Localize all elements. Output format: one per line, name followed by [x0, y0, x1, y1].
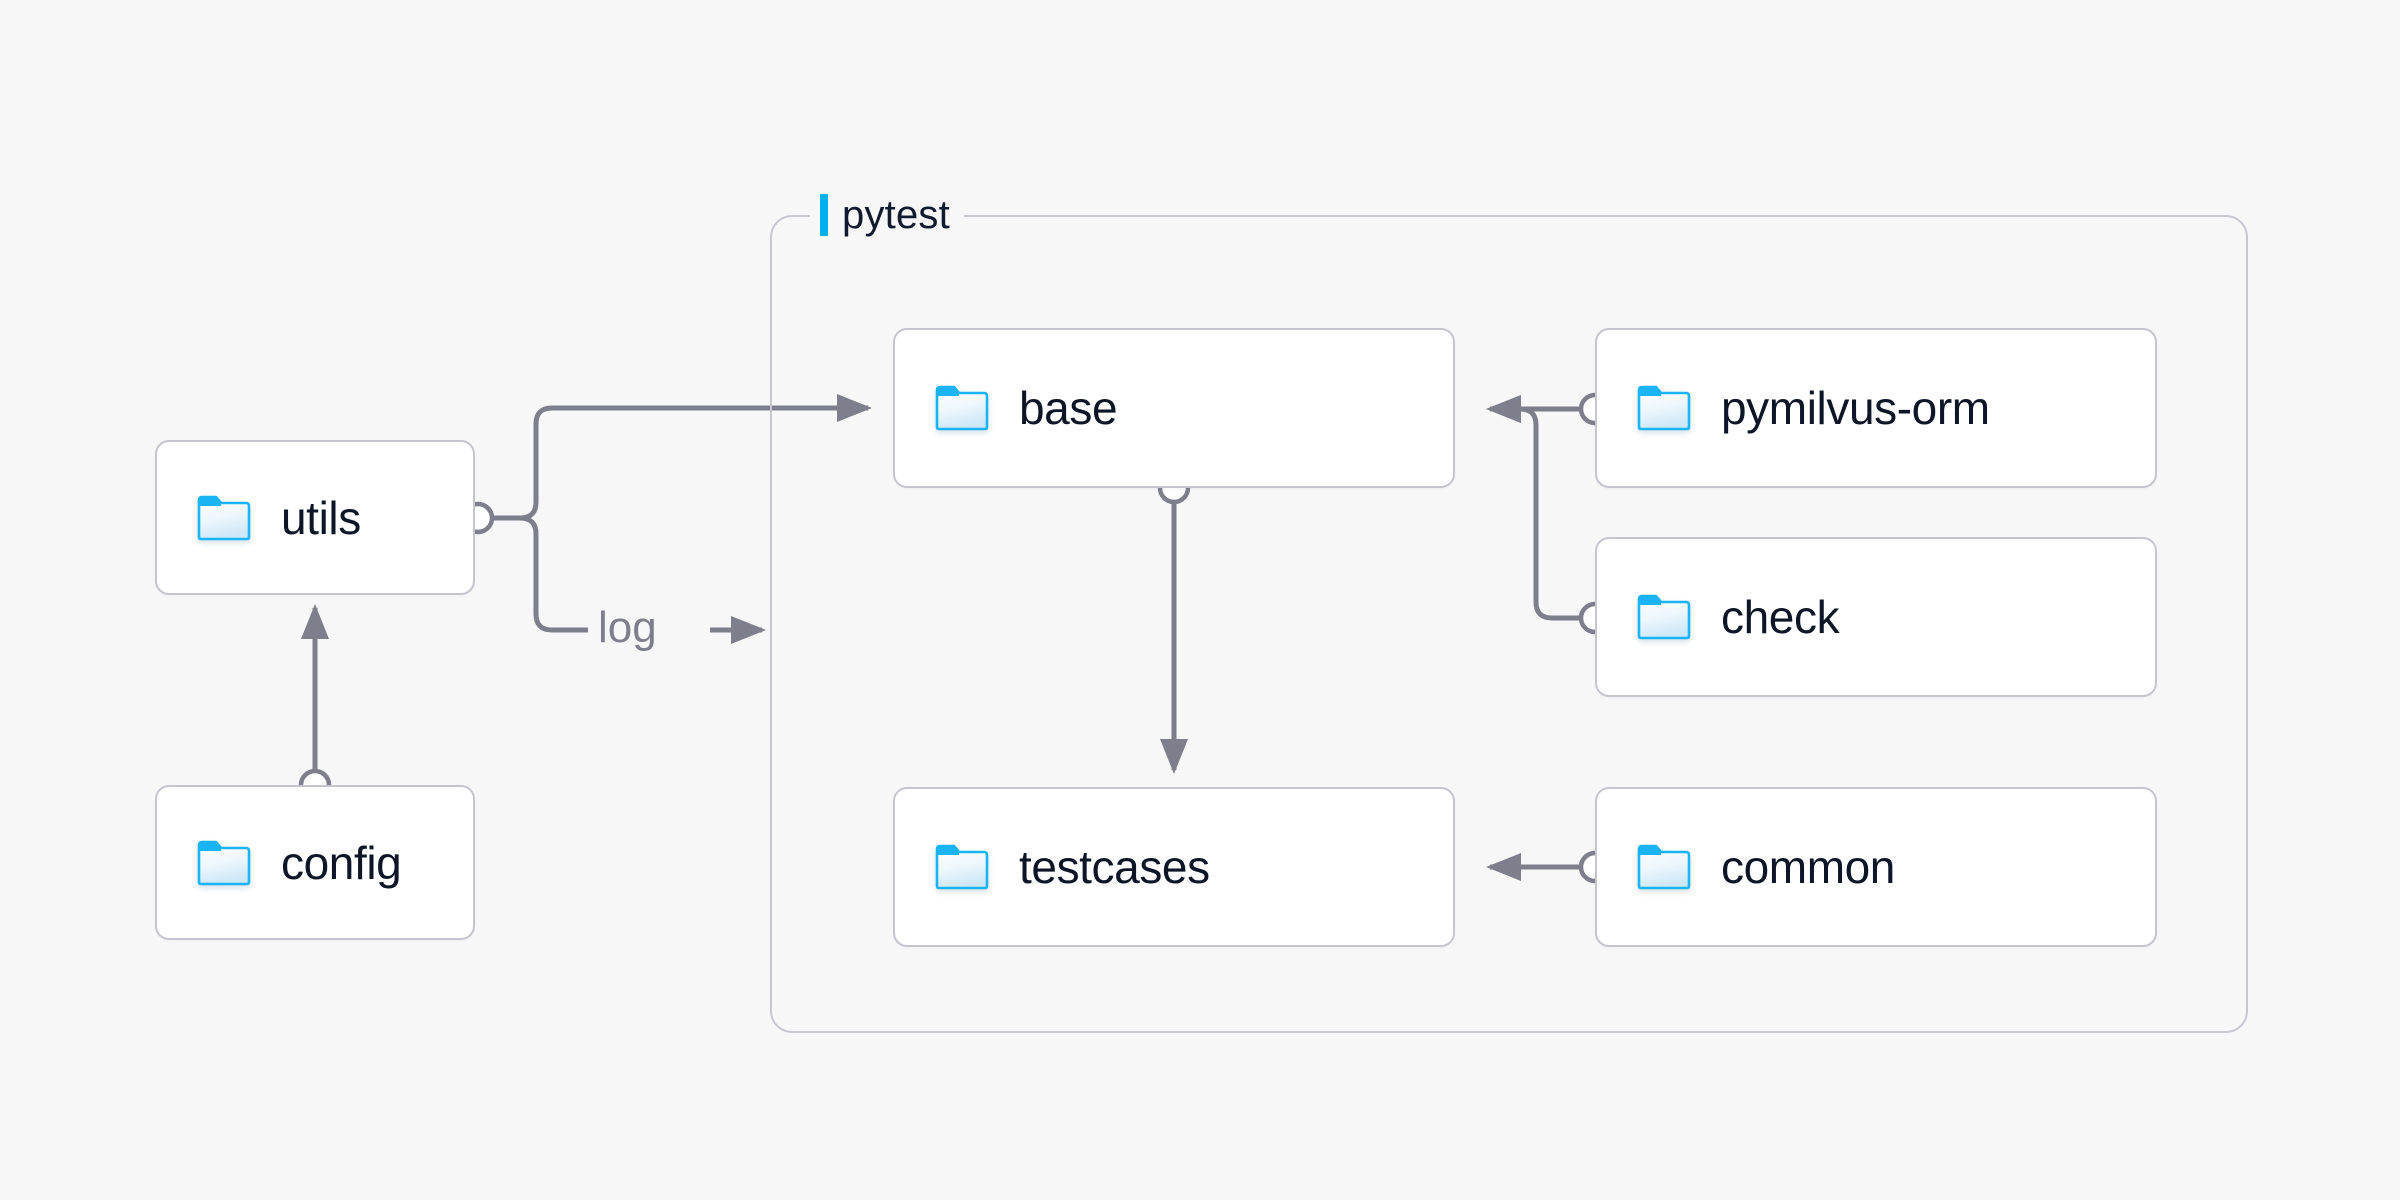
node-pymilvus-orm-label: pymilvus-orm [1721, 382, 1990, 434]
folder-icon [935, 844, 989, 890]
folder-icon [1637, 594, 1691, 640]
node-testcases-label: testcases [1019, 841, 1210, 893]
folder-icon [1637, 844, 1691, 890]
node-utils-label: utils [281, 491, 361, 544]
node-testcases[interactable]: testcases [893, 787, 1455, 947]
edge-check-to-base [1485, 395, 1581, 621]
node-check-label: check [1721, 591, 1840, 643]
edge-label-log-text: log [598, 603, 657, 652]
group-pytest[interactable] [770, 215, 2248, 1033]
node-base[interactable]: base [893, 328, 1455, 488]
node-pymilvus-orm[interactable]: pymilvus-orm [1595, 328, 2157, 488]
folder-icon [935, 385, 989, 431]
node-common-label: common [1721, 841, 1895, 893]
node-check[interactable]: check [1595, 537, 2157, 697]
group-pytest-label: pytest [810, 192, 964, 238]
folder-icon [197, 495, 251, 541]
node-config-label: config [281, 836, 402, 889]
group-pytest-label-text: pytest [842, 193, 950, 237]
node-base-label: base [1019, 382, 1118, 434]
node-utils[interactable]: utils [155, 440, 475, 595]
edge-utils-log [506, 515, 767, 644]
folder-icon [1637, 385, 1691, 431]
node-config[interactable]: config [155, 785, 475, 940]
folder-icon [197, 840, 251, 886]
node-common[interactable]: common [1595, 787, 2157, 947]
group-accent-bar-icon [820, 194, 828, 236]
edge-label-log: log [598, 606, 657, 650]
